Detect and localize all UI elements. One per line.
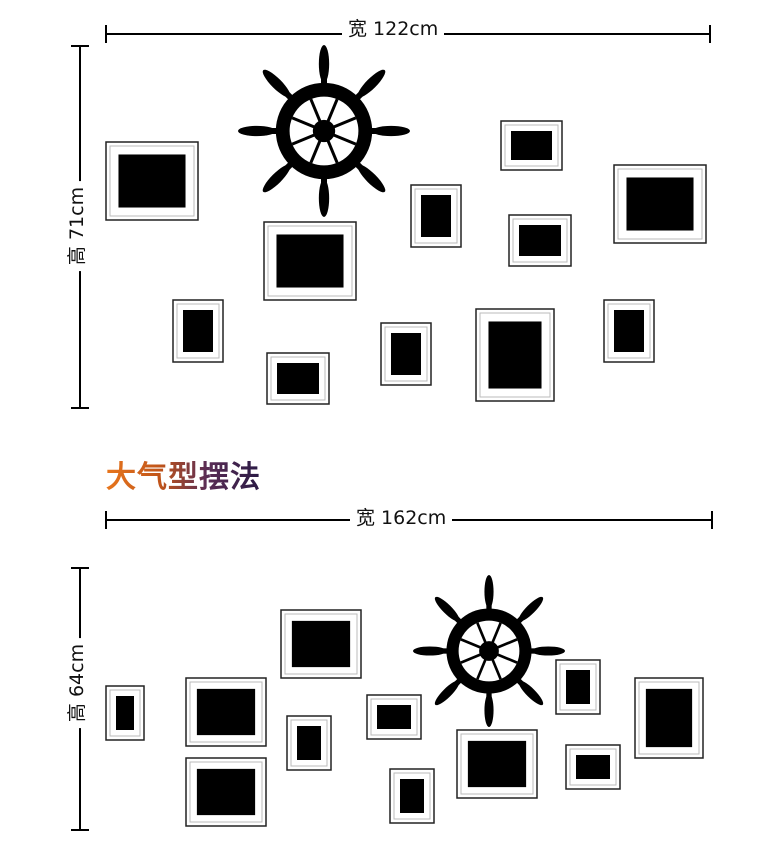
layout1-photo-frame (475, 308, 555, 402)
layout1-photo-frame (603, 299, 655, 363)
layout1-photo-frame (410, 184, 462, 248)
layout2-photo-frame (185, 757, 267, 827)
layout2-photo-frame (389, 768, 435, 824)
layout2-photo-frame (185, 677, 267, 747)
layout1-photo-frame (263, 221, 357, 301)
layout1-photo-frame (105, 141, 199, 221)
layout1-photo-frame (613, 164, 707, 244)
layout1-height-label: 高 71cm (66, 180, 89, 272)
ships-wheel-icon (238, 45, 410, 217)
layout-title: 大气型摆法 (106, 458, 261, 498)
layout1-photo-frame (380, 322, 432, 386)
layout1-width-label: 宽 122cm (342, 18, 445, 40)
layout2-photo-frame (105, 685, 145, 741)
layout2-photo-frame (456, 729, 538, 799)
layout2-photo-frame (280, 609, 362, 679)
layout1-photo-frame (172, 299, 224, 363)
layout2-photo-frame (565, 744, 621, 790)
layout2-width-label: 宽 162cm (350, 507, 453, 529)
layout1-photo-frame (508, 214, 572, 267)
layout2-photo-frame (555, 659, 601, 715)
ships-wheel-icon (413, 575, 565, 727)
layout2-photo-frame (634, 677, 704, 759)
layout1-photo-frame (500, 120, 563, 171)
layout1-photo-frame (266, 352, 330, 405)
layout2-photo-frame (366, 694, 422, 740)
layout2-photo-frame (286, 715, 332, 771)
layout2-height-label: 高 64cm (66, 637, 89, 729)
